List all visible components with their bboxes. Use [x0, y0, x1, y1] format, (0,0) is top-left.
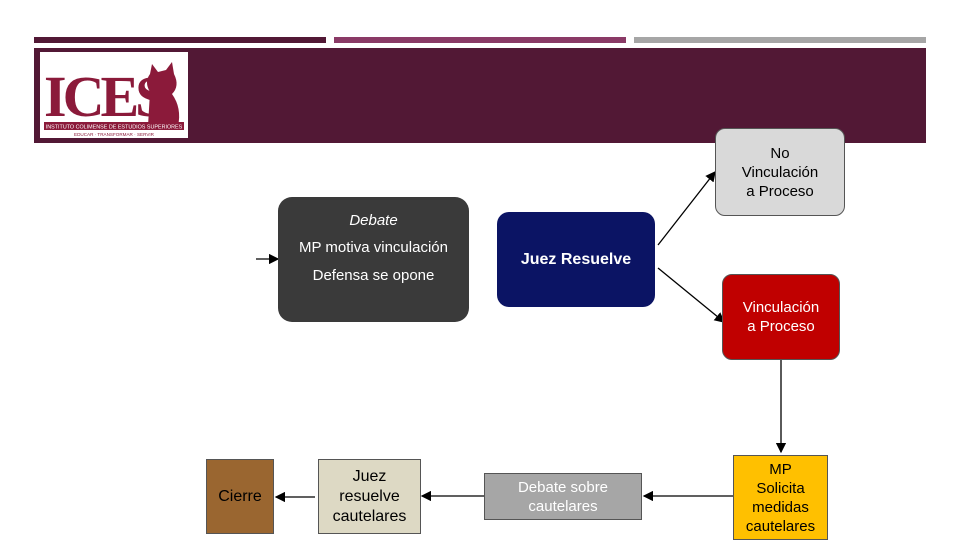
juez-cautelares-line-2: resuelve	[339, 487, 400, 505]
logo-subtitle: INSTITUTO COLIMENSE DE ESTUDIOS SUPERIOR…	[46, 125, 183, 131]
ices-logo: ICES INSTITUTO COLIMENSE DE ESTUDIOS SUP…	[40, 52, 188, 138]
arrow-juez-to-vinculacion	[657, 267, 726, 323]
mp-solicita-line-3: medidas	[752, 498, 809, 516]
juez-resuelve-box: Juez Resuelve	[497, 212, 655, 307]
logo-letters: ICES	[44, 64, 165, 129]
debate-line-1: MP motiva vinculación	[299, 239, 448, 256]
header-bar-1	[34, 37, 326, 43]
juez-resuelve-label: Juez Resuelve	[520, 250, 632, 268]
juez-cautelares-box: Juez resuelve cautelares	[318, 459, 421, 534]
mp-solicita-box: MP Solicita medidas cautelares	[733, 455, 828, 540]
cierre-box: Cierre	[206, 459, 274, 534]
debate-box: Debate MP motiva vinculación Defensa se …	[278, 197, 469, 322]
debate-line-2: Defensa se opone	[312, 267, 435, 284]
logo-motto: EDUCAR · TRANSFORMAR · SERVIR	[74, 132, 155, 137]
juez-cautelares-line-1: Juez	[352, 467, 387, 485]
no-vinculacion-line-1: No	[770, 144, 790, 162]
juez-cautelares-line-3: cautelares	[332, 507, 407, 525]
ices-logo-graphic: ICES INSTITUTO COLIMENSE DE ESTUDIOS SUP…	[44, 62, 184, 137]
debate-cautelares-line-2: cautelares	[528, 497, 598, 515]
header-bar-3	[634, 37, 926, 43]
vinculacion-line-1: Vinculación	[742, 299, 820, 316]
vinculacion-box: Vinculación a Proceso	[722, 274, 840, 360]
mp-solicita-line-4: cautelares	[745, 517, 816, 535]
cierre-label: Cierre	[218, 487, 262, 505]
no-vinculacion-line-3: a Proceso	[746, 182, 814, 200]
debate-title: Debate	[349, 212, 398, 229]
cat-icon	[147, 62, 180, 126]
no-vinculacion-line-2: Vinculación	[741, 163, 819, 181]
mp-solicita-line-1: MP	[769, 460, 792, 478]
mp-solicita-line-2: Solicita	[756, 479, 805, 497]
arrow-juez-to-no-vinculacion	[657, 170, 716, 246]
header-bar-2	[334, 37, 626, 43]
debate-cautelares-line-1: Debate sobre	[517, 478, 609, 496]
vinculacion-line-2: a Proceso	[747, 318, 815, 335]
no-vinculacion-box: No Vinculación a Proceso	[715, 128, 845, 216]
debate-cautelares-box: Debate sobre cautelares	[484, 473, 642, 520]
